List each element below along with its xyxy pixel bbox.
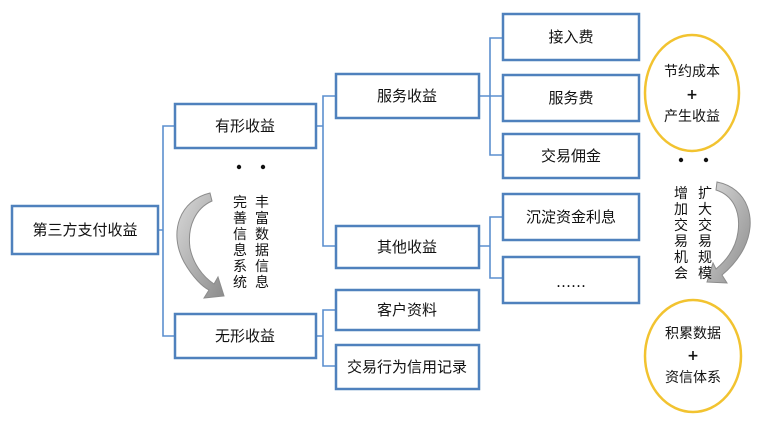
float-interest-label: 沉淀资金利息 [526, 208, 616, 226]
vertical-char: 信 [255, 259, 269, 275]
customer-data-label: 客户资料 [377, 301, 437, 319]
access-fee-box [501, 12, 641, 62]
vertical-char: 据 [255, 243, 269, 259]
bullet-right-b [703, 157, 709, 163]
bottom-ellipse-plus: + [687, 348, 699, 364]
intangible-label: 无形收益 [215, 327, 275, 345]
boxes [10, 12, 641, 391]
vertical-char: 会 [674, 266, 688, 282]
service-income-label: 服务收益 [377, 87, 437, 105]
bottom-ellipse-text: 积累数据 + 资信体系 [665, 326, 721, 386]
vertical-char: 善 [233, 211, 247, 227]
vertical-char: 完 [233, 195, 247, 211]
top-ellipse-plus: + [686, 87, 698, 103]
vertical-char: 模 [698, 266, 712, 282]
other-income-box [334, 224, 481, 270]
bottom-ellipse-line1: 积累数据 [665, 326, 721, 342]
connector-tangible [316, 95, 336, 247]
connector-service [479, 37, 503, 156]
vertical-char: 大 [698, 202, 712, 218]
service-income-box [334, 72, 481, 120]
bottom-ellipse-line2: 资信体系 [665, 370, 721, 386]
vertical-char: 交 [698, 217, 712, 234]
vertical-char: 易 [698, 234, 712, 250]
vertical-char: 增 [674, 186, 688, 202]
vertical-char: 易 [674, 234, 688, 250]
connector-intangible [316, 309, 336, 367]
service-fee-label: 服务费 [548, 89, 593, 107]
vertical-char: 加 [674, 202, 688, 218]
credit-record-box [334, 343, 481, 391]
tangible-box [173, 102, 318, 150]
tangible-label: 有形收益 [215, 117, 275, 135]
float-interest-box [501, 192, 641, 242]
bullet-left-a [236, 164, 242, 170]
right-curved-arrow [706, 181, 751, 284]
top-ellipse [643, 33, 741, 153]
connector-root [158, 125, 175, 337]
vertical-char: 富 [255, 210, 269, 227]
service-fee-box [501, 73, 641, 123]
credit-record-label: 交易行为信用记录 [347, 358, 467, 376]
more-label: …… [556, 273, 586, 291]
bottom-ellipse [643, 298, 743, 414]
bullet-left-b [260, 164, 266, 170]
commission-label: 交易佣金 [541, 147, 601, 165]
commission-box [501, 132, 641, 180]
bullet-right-a [678, 157, 684, 163]
vertical-char: 规 [698, 250, 712, 266]
root-box [10, 204, 160, 256]
vertical-char: 交 [674, 217, 688, 234]
vertical-char: 数 [255, 227, 269, 243]
root-label: 第三方支付收益 [32, 221, 137, 239]
customer-data-box [334, 288, 481, 332]
vertical-char: 扩 [698, 186, 712, 202]
left-curved-arrow [176, 192, 225, 299]
more-box [501, 255, 641, 305]
vertical-char: 机 [674, 250, 688, 266]
vertical-char: 丰 [255, 195, 269, 211]
connector-other [479, 216, 503, 279]
vertical-char: 统 [233, 275, 247, 291]
vertical-char: 系 [233, 259, 247, 275]
top-ellipse-line2: 产生收益 [664, 109, 720, 125]
vertical-char: 信 [233, 227, 247, 243]
box-labels: 第三方支付收益 有形收益 无形收益 服务收益 其他收益 接入费 服务费 交易佣金… [32, 28, 616, 376]
connectors [158, 37, 503, 367]
vertical-char: 息 [233, 242, 247, 259]
top-ellipse-text: 节约成本 + 产生收益 [664, 64, 720, 125]
top-ellipse-line1: 节约成本 [664, 64, 720, 80]
vertical-char: 息 [255, 274, 269, 291]
other-income-label: 其他收益 [377, 238, 437, 256]
bullet-dots [236, 157, 709, 170]
access-fee-label: 接入费 [548, 28, 593, 46]
intangible-box [173, 312, 318, 360]
